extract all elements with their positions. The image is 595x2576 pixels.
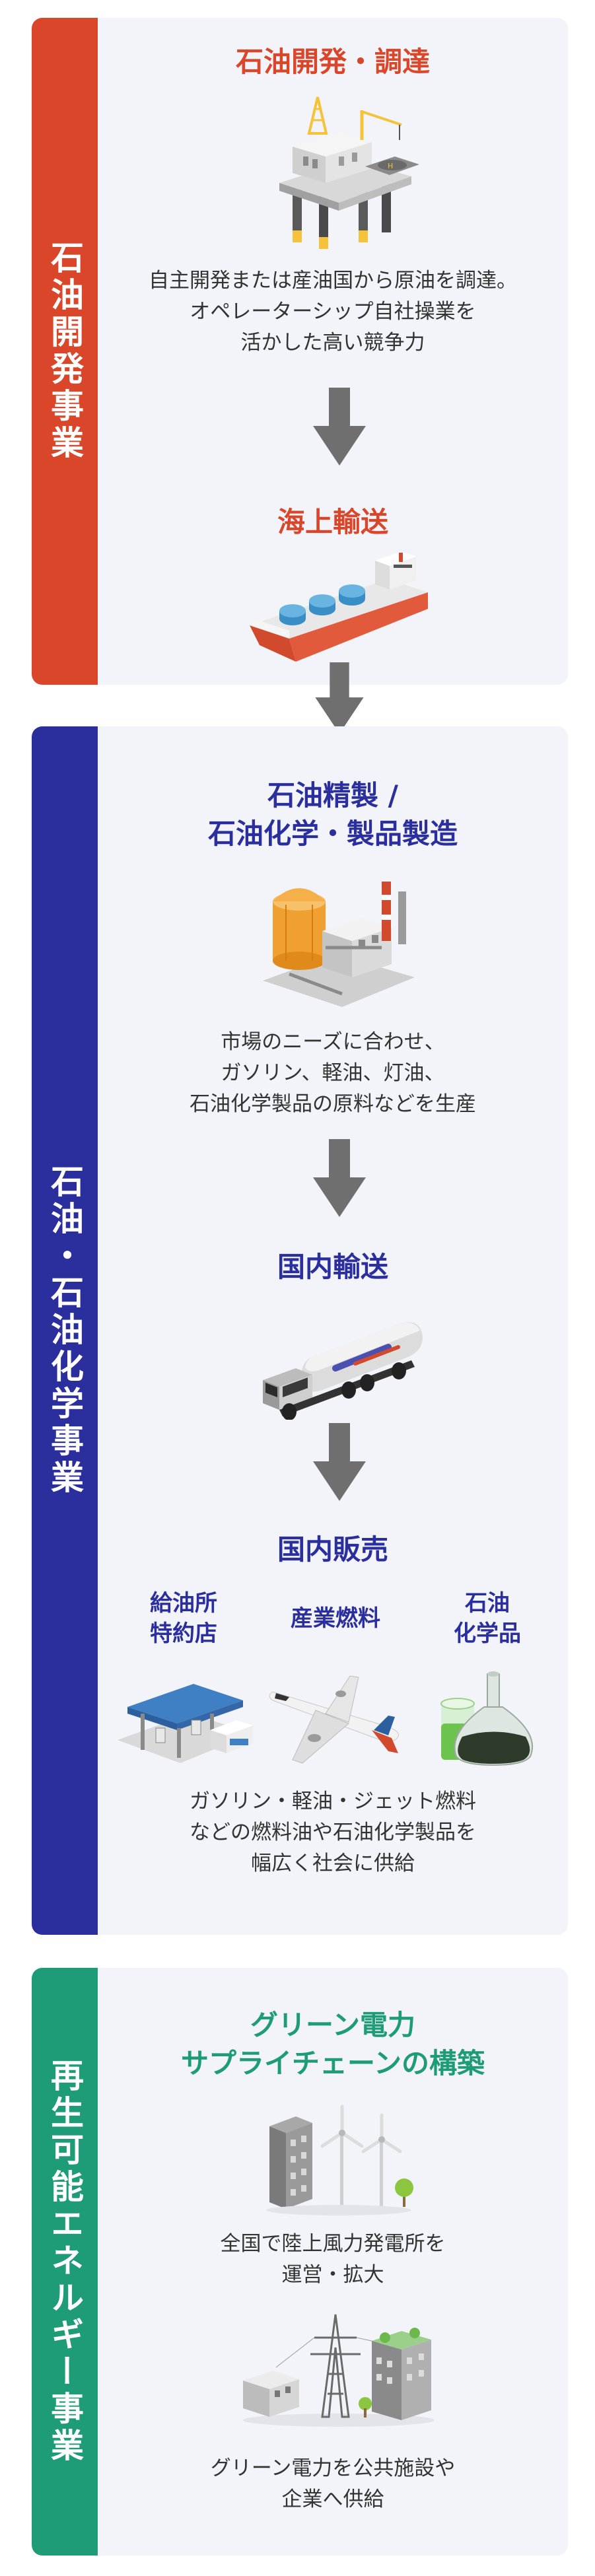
petrochemical-band: 石油・石油化学事業: [32, 726, 98, 1935]
svg-text:H: H: [388, 162, 393, 170]
oil-development-section: 石油開発事業 石油開発・調達: [32, 18, 568, 685]
tanker-truck-icon: [263, 1322, 423, 1420]
flow-arrow-icon: [313, 388, 366, 466]
wind-turbine-building-icon: [266, 2105, 413, 2215]
domestic-sales-title: 国内販売: [277, 1533, 388, 1566]
oil-content: 石油開発・調達 H: [98, 18, 568, 685]
channel-chemicals-label: 石油 化学品: [454, 1590, 521, 1647]
renewable-content: グリーン電力 サプライチェーンの構築: [98, 1968, 568, 2556]
supply-description: グリーン電力を公共施設や 企業へ供給: [210, 2456, 456, 2511]
flow-arrow-icon: [313, 1139, 366, 1217]
shipping-title: 海上輸送: [277, 506, 388, 538]
refinery-icon: [263, 882, 415, 1007]
petrochemical-content: 石油精製 / 石油化学・製品製造: [98, 726, 568, 1935]
airplane-icon: [269, 1675, 400, 1764]
exploration-description: 自主開発または産油国から原油を調達。 オペレーターシップ自社操業を 活かした高い…: [149, 269, 517, 355]
domestic-sales-description: ガソリン・軽油・ジェット燃料 などの燃料油や石油化学製品を 幅広く社会に供給: [190, 1790, 476, 1875]
green-power-description: 全国で陸上風力発電所を 運営・拡大: [220, 2232, 446, 2287]
power-grid-icon: [243, 2314, 435, 2427]
channel-gas-station-label: 給油所 特約店: [150, 1590, 217, 1647]
renewable-band: 再生可能エネルギー事業: [32, 1968, 98, 2556]
oil-band-label: 石油開発事業: [46, 240, 84, 462]
exploration-title: 石油開発・調達: [235, 46, 430, 78]
gas-station-icon: [118, 1684, 253, 1763]
chemical-flask-icon: [440, 1671, 534, 1766]
channel-industrial-fuel-label: 産業燃料: [291, 1605, 380, 1632]
green-power-title: グリーン電力 サプライチェーンの構築: [181, 2009, 485, 2079]
tanker-ship-icon: [250, 553, 428, 662]
flow-arrow-icon: [315, 662, 364, 734]
petrochemical-band-label: 石油・石油化学事業: [46, 1164, 84, 1497]
offshore-platform-icon: H: [279, 96, 419, 249]
flow-arrow-icon: [313, 1423, 366, 1501]
petrochemical-section: 石油・石油化学事業 石油精製 / 石油化学・製品製造: [32, 726, 568, 1935]
refining-title: 石油精製 / 石油化学・製品製造: [207, 779, 458, 850]
refining-description: 市場のニーズに合わせ、 ガソリン、軽油、灯油、 石油化学製品の原料などを生産: [190, 1030, 476, 1116]
oil-band: 石油開発事業: [32, 18, 98, 685]
domestic-transport-title: 国内輸送: [277, 1251, 388, 1283]
renewable-section: 再生可能エネルギー事業 グリーン電力 サプライチェーンの構築: [32, 1968, 568, 2556]
renewable-band-label: 再生可能エネルギー事業: [46, 2058, 84, 2465]
